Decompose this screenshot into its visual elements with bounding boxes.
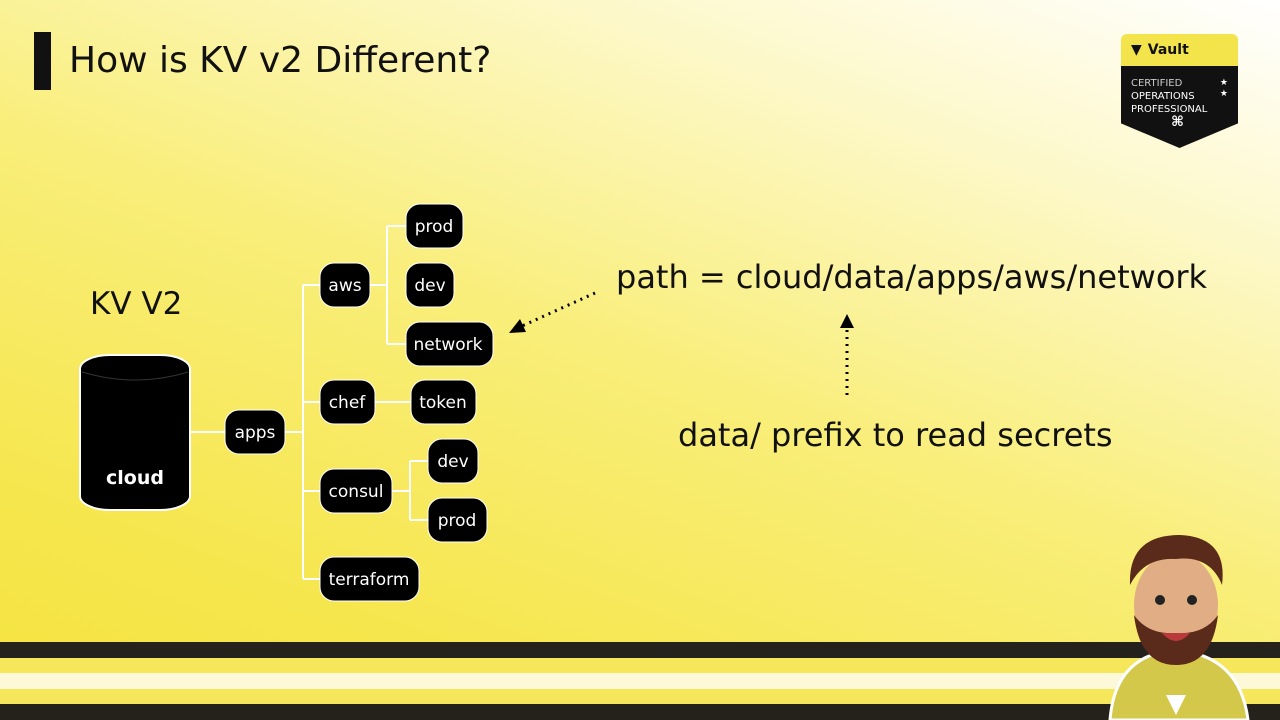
- node-label: dev: [437, 452, 468, 472]
- node-cloud-label: cloud: [106, 467, 164, 489]
- node-label: token: [419, 393, 467, 413]
- node-apps: apps: [224, 409, 286, 455]
- node-label: terraform: [329, 570, 410, 590]
- node-aws: aws: [319, 262, 371, 308]
- title-accent-bar: [34, 32, 51, 90]
- footer-stripe-pale: [0, 673, 1280, 689]
- vault-triangle-icon: ▼: [1131, 42, 1142, 58]
- dotted-arrow-to-network: [509, 291, 596, 333]
- badge-brand: Vault: [1147, 42, 1189, 58]
- node-chef: chef: [319, 379, 376, 425]
- badge-line3: PROFESSIONAL: [1131, 104, 1208, 115]
- footer-stripe-dark: [0, 642, 1280, 658]
- footer-stripe-yellow: [0, 658, 1280, 673]
- vault-certification-badge: ▼ Vault CERTIFIED OPERATIONS PROFESSIONAL…: [1121, 34, 1238, 148]
- footer-stripe-yellow: [0, 689, 1280, 704]
- node-terraform: terraform: [319, 556, 420, 602]
- node-consul-prod: prod: [427, 497, 488, 543]
- hashicorp-logo: ⌘: [1171, 114, 1184, 130]
- node-label: prod: [438, 511, 477, 531]
- node-label: aws: [328, 276, 361, 296]
- badge-line1: CERTIFIED: [1131, 78, 1183, 89]
- slide-title: How is KV v2 Different?: [69, 40, 492, 81]
- node-aws-prod: prod: [405, 203, 464, 249]
- node-consul-dev: dev: [427, 438, 479, 484]
- node-label: chef: [329, 393, 367, 413]
- presenter-avatar: [1108, 535, 1250, 720]
- star-icons: ★★: [1219, 78, 1228, 99]
- node-chef-token: token: [410, 379, 477, 425]
- badge-line2: OPERATIONS: [1131, 91, 1195, 102]
- node-aws-network: network: [405, 321, 494, 367]
- node-label: apps: [235, 423, 276, 443]
- node-aws-dev: dev: [405, 262, 455, 308]
- cloud-cylinder: cloud: [79, 354, 191, 511]
- dotted-arrow-to-path: [840, 314, 854, 395]
- node-consul: consul: [319, 468, 393, 514]
- node-label: dev: [414, 276, 445, 296]
- footer-stripe-dark: [0, 704, 1280, 720]
- path-text: path = cloud/data/apps/aws/network: [616, 258, 1208, 296]
- node-label: prod: [415, 217, 454, 237]
- tree-connectors: [190, 225, 428, 580]
- prefix-text: data/ prefix to read secrets: [678, 416, 1113, 454]
- node-label: consul: [329, 482, 384, 502]
- node-label: network: [413, 335, 482, 355]
- kv-label: KV V2: [90, 286, 183, 322]
